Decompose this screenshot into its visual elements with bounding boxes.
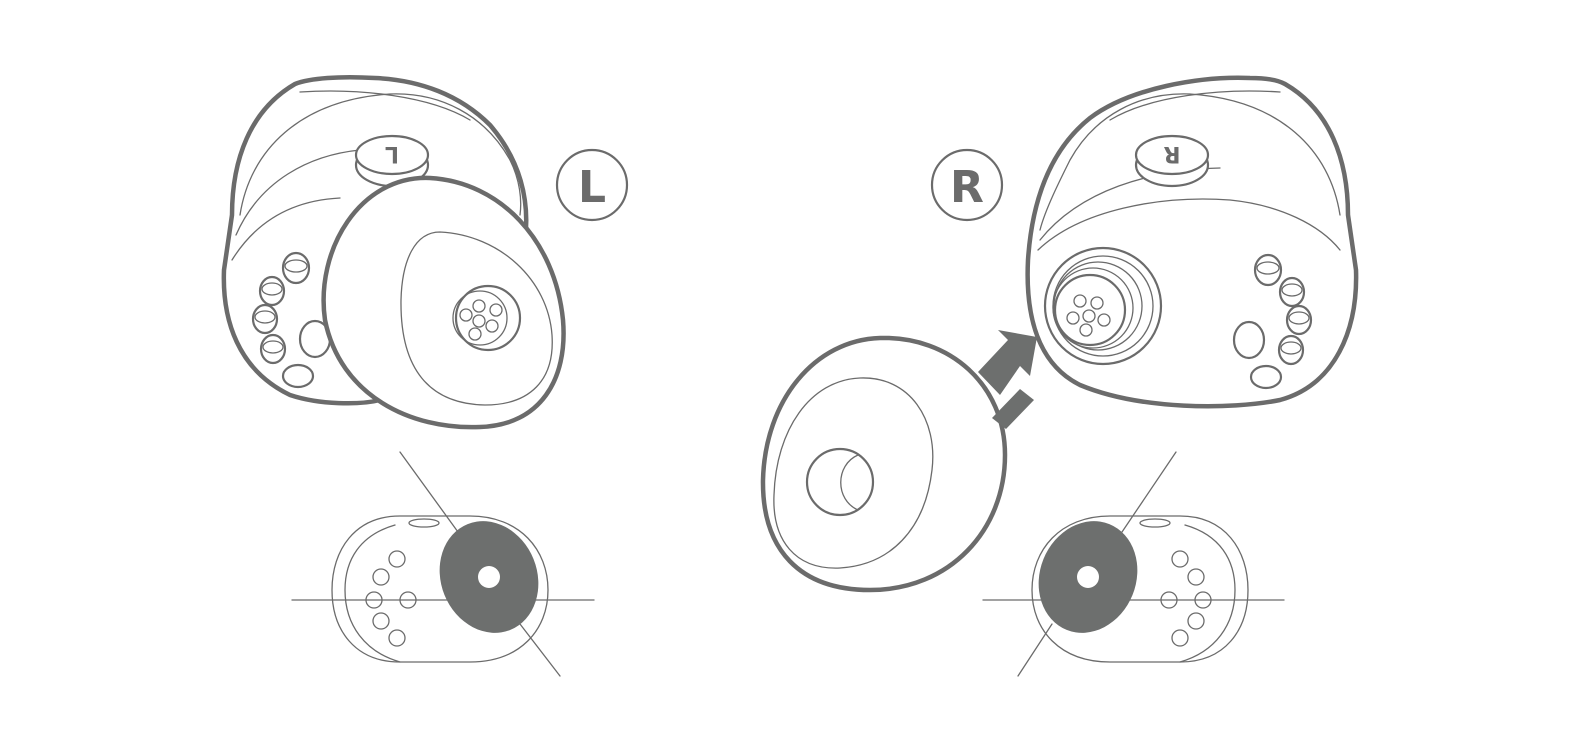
detached-ear-tip	[760, 335, 1008, 593]
right-side-badge: R	[930, 148, 1004, 222]
right-bud-marker: R	[1134, 134, 1210, 188]
left-badge-letter: L	[578, 162, 606, 213]
left-ear-tip	[321, 175, 566, 430]
left-earbud-with-tip: L	[221, 75, 566, 430]
right-bud-mark-letter: R	[1163, 141, 1180, 166]
left-side-view	[291, 451, 595, 677]
right-side-view	[982, 451, 1285, 677]
insert-direction-arrow	[978, 330, 1037, 395]
right-badge-letter: R	[950, 162, 984, 213]
left-side-badge: L	[555, 148, 629, 222]
right-nozzle	[1043, 246, 1163, 366]
left-earbud-holes	[251, 251, 332, 389]
right-earbud-holes	[1232, 253, 1313, 390]
right-earbud-without-tip: R	[1025, 75, 1359, 409]
left-bud-mark-letter: L	[385, 141, 399, 166]
